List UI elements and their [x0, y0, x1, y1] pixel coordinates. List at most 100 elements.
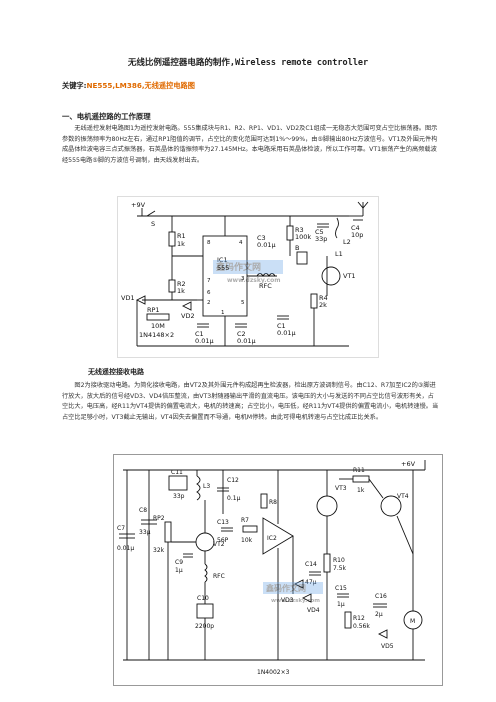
fig2-c11v: 33p — [173, 493, 185, 500]
fig2-vd4: VD4 — [307, 607, 320, 614]
fig2-c13: C13 — [217, 519, 229, 526]
fig1-rp1v: 10M — [151, 322, 165, 330]
fig2-vd5: VD5 — [381, 643, 394, 650]
fig1-pin: 1 — [221, 310, 225, 316]
fig2-r11v: 1k — [357, 487, 365, 494]
fig1-c4v: 10p — [351, 231, 363, 239]
fig1-c3v: 0.01μ — [257, 241, 276, 249]
fig2-c16v: 2μ — [375, 611, 383, 618]
fig2-vd3: VD3 — [281, 597, 294, 604]
fig2-r11: R11 — [353, 467, 365, 474]
fig1-diodes: 1N4148×2 — [139, 331, 174, 339]
keywords-value[interactable]: NE555,LM386,无线遥控电路图 — [86, 81, 195, 90]
fig2-c16: C16 — [375, 593, 387, 600]
fig2-c8: C8 — [139, 507, 147, 514]
fig2-r12v: 0.56k — [353, 623, 370, 630]
fig1-supply: +9V — [131, 201, 146, 209]
fig1-c5v: 33p — [315, 235, 327, 243]
fig2-c14v: 47μ — [305, 579, 317, 586]
fig1-c2: C2 — [237, 330, 246, 338]
fig2-c15: C15 — [335, 585, 347, 592]
fig1-vt1: VT1 — [343, 272, 356, 280]
fig1-r1: R1 — [177, 232, 186, 240]
fig2-l3: L3 — [203, 483, 210, 490]
fig1-r1v: 1k — [177, 240, 185, 248]
fig1-r4v: 2k — [319, 301, 327, 309]
fig2-c13v: 56P — [217, 537, 229, 544]
fig1-l2: L2 — [343, 238, 351, 246]
fig1-icv: 555 — [217, 264, 229, 272]
fig2-r7v: 10k — [241, 537, 253, 544]
fig1-pin: 3 — [241, 276, 245, 282]
fig2-c14: C14 — [305, 561, 317, 568]
fig2-c9v: 1μ — [175, 567, 183, 574]
fig2-vt4: VT4 — [397, 493, 409, 500]
fig1-c1v: 0.01μ — [195, 337, 214, 345]
fig1-c6v: 0.01μ — [277, 329, 296, 337]
fig1-c6: C1 — [277, 322, 286, 330]
fig1-r2v: 1k — [177, 287, 185, 295]
section-heading: 一、电机遥控路的工作原理 — [62, 112, 151, 121]
keywords-line: 关键字:NE555,LM386,无线遥控电路图 — [62, 81, 195, 91]
fig2-c7v: 0.01μ — [117, 545, 134, 552]
page-title: 无线比例遥控器电路的制作,Wireless remote controller — [127, 58, 369, 68]
fig2-c12v: 0.1μ — [227, 495, 241, 502]
fig2-vt3: VT3 — [335, 485, 347, 492]
fig1-pin: 6 — [207, 290, 211, 296]
fig2-r10v: 7.5k — [333, 565, 347, 572]
fig2-c8v: 33μ — [139, 529, 151, 536]
fig1-r4: R4 — [319, 294, 328, 302]
fig1-pin: 5 — [241, 300, 245, 306]
fig1-c2v: 0.01μ — [237, 337, 256, 345]
receiver-schematic: +6V C11 33p L3 C12 0.1μ C8 33μ C7 0.01μ … — [113, 454, 443, 686]
fig2-r10: R10 — [333, 557, 345, 564]
watermark-logo: 鑫码作文网 www.dzsky.com — [213, 260, 283, 284]
fig1-rfc: RFC — [259, 282, 272, 290]
fig1-vd1: VD1 — [121, 294, 135, 302]
fig1-pin: 4 — [239, 240, 243, 246]
fig1-r2: R2 — [177, 280, 186, 288]
fig2-c10v: 2200p — [195, 623, 214, 630]
fig2-c15v: 1μ — [337, 601, 345, 608]
fig2-motor: M — [410, 618, 415, 625]
fig1-ic: IC1 — [217, 256, 228, 264]
fig2-vt2: VT2 — [213, 541, 225, 548]
subsection-heading: 无线遥控接收电路 — [88, 368, 144, 376]
transmitter-schematic: +9V S R1 1k R2 1k VD1 VD2 RP1 10M 1N4148… — [117, 196, 379, 358]
fig2-c7: C7 — [117, 525, 125, 532]
watermark-text: 鑫码作文网 — [265, 583, 306, 593]
paragraph-receiver: 图2为接收驱动电路。为简化接收电路，由VT2及其外围元件构成超再生检波器，检出原… — [62, 382, 439, 421]
fig2-c10: C10 — [197, 595, 209, 602]
fig1-c4: C4 — [351, 224, 360, 232]
fig1-pin: 2 — [207, 300, 211, 306]
keywords-label: 关键字: — [62, 81, 87, 90]
fig2-r8: R8 — [269, 499, 277, 506]
fig2-c12: C12 — [227, 477, 239, 484]
fig2-c11: C11 — [171, 469, 183, 476]
fig2-r7: R7 — [241, 517, 249, 524]
fig1-c3: C3 — [257, 234, 266, 242]
watermark-url: www.dzsky.com — [227, 277, 280, 284]
fig1-c5: C5 — [315, 228, 324, 236]
fig2-rp2: RP2 — [153, 515, 165, 522]
fig1-c1: C1 — [195, 330, 204, 338]
fig2-ic2: IC2 — [267, 535, 277, 542]
fig1-rp1: RP1 — [147, 306, 160, 314]
watermark-text: 鑫码作文网 — [215, 261, 261, 273]
paragraph-transmitter: 无线遥控发射电路图1为遥控发射电路。555集成块与R1、R2、RP1、VD1、V… — [62, 125, 438, 164]
fig2-rp2v: 32k — [153, 547, 165, 554]
fig1-pin: 8 — [207, 240, 211, 246]
fig1-switch: S — [151, 220, 155, 228]
fig1-pin: 7 — [207, 278, 211, 284]
fig1-r3: R3 — [295, 226, 304, 234]
fig1-vd2: VD2 — [181, 312, 195, 320]
fig2-c9: C9 — [175, 559, 183, 566]
watermark-url: www.dzsky.com — [271, 598, 320, 604]
watermark-logo: 鑫码作文网 www.dzsky.com — [263, 582, 323, 604]
fig1-b: B — [295, 244, 299, 252]
fig1-l1: L1 — [335, 250, 343, 258]
fig2-rfc: RFC — [213, 573, 225, 580]
fig2-r12: R12 — [353, 615, 365, 622]
fig2-supply: +6V — [401, 460, 416, 468]
